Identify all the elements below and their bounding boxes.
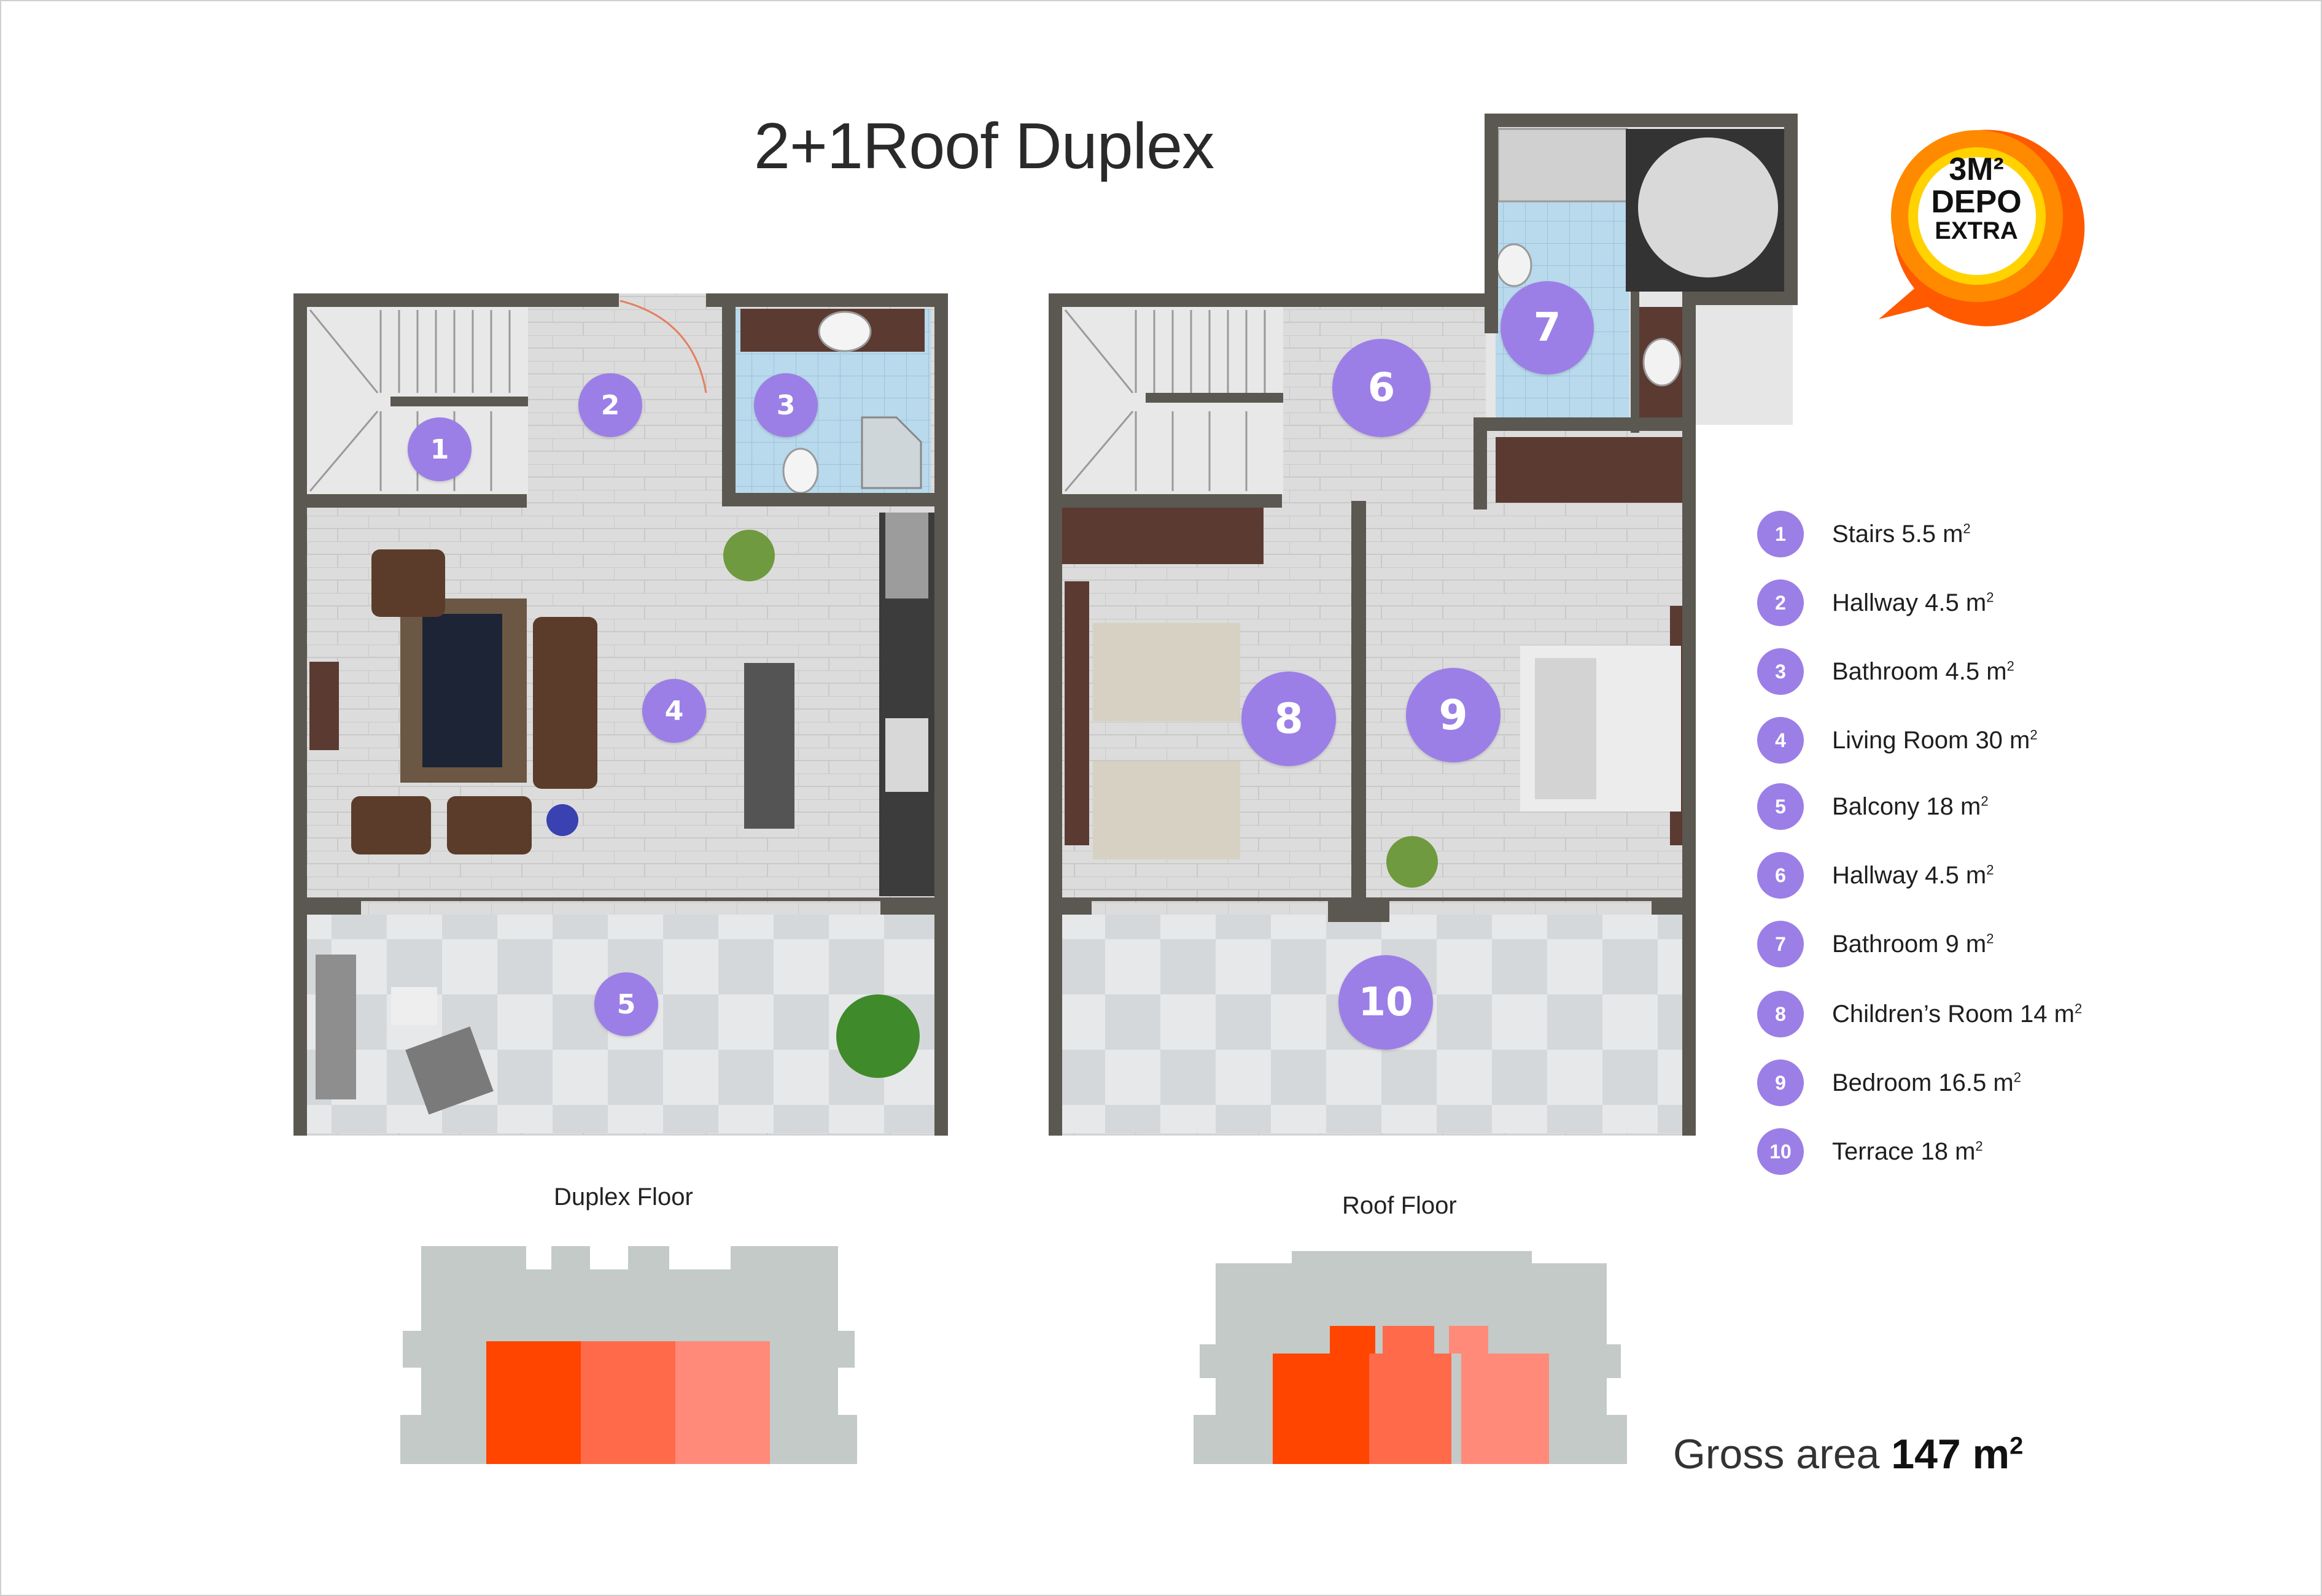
legend-item: 5 Balcony 18 m2 (1757, 783, 1989, 830)
badge-line-2: DEPO (1931, 184, 2022, 220)
roof-floor-label: Roof Floor (1342, 1192, 1457, 1219)
room-marker-10: 10 (1338, 955, 1433, 1050)
legend-label: Terrace 18 m2 (1832, 1137, 1983, 1165)
legend-item: 8 Children’s Room 14 m2 (1757, 991, 2082, 1037)
room-marker-8: 8 (1241, 672, 1336, 766)
badge-line-1: 3M² (1949, 152, 2004, 187)
legend-number: 7 (1757, 921, 1804, 967)
legend-item: 7 Bathroom 9 m2 (1757, 921, 1994, 967)
depo-badge-graphic (1879, 130, 2085, 327)
legend-item: 2 Hallway 4.5 m2 (1757, 579, 1994, 626)
duplex-floor-label: Duplex Floor (554, 1183, 693, 1211)
room-marker-7: 7 (1501, 281, 1594, 374)
legend-label: Bedroom 16.5 m2 (1832, 1069, 2021, 1096)
legend-item: 3 Bathroom 4.5 m2 (1757, 648, 2014, 695)
legend-item: 4 Living Room 30 m2 (1757, 717, 2038, 764)
legend-number: 3 (1757, 648, 1804, 695)
page-title: 2+1Roof Duplex (754, 110, 1214, 182)
room-marker-9: 9 (1406, 668, 1501, 762)
legend-label: Children’s Room 14 m2 (1832, 1000, 2083, 1028)
legend-label: Hallway 4.5 m2 (1832, 589, 1994, 616)
room-marker-5: 5 (594, 972, 658, 1036)
legend-label: Hallway 4.5 m2 (1832, 861, 1994, 889)
room-marker-4: 4 (642, 679, 706, 743)
legend-label: Bathroom 4.5 m2 (1832, 657, 2014, 685)
gross-area: Gross area 147 m2 (1673, 1431, 2024, 1478)
room-marker-6: 6 (1332, 339, 1431, 437)
room-marker-3: 3 (754, 373, 818, 437)
legend-label: Bathroom 9 m2 (1832, 930, 1994, 958)
legend-number: 6 (1757, 852, 1804, 899)
legend-item: 6 Hallway 4.5 m2 (1757, 852, 1994, 899)
depo-badge: 3M² DEPO EXTRA (1893, 153, 2060, 244)
legend-item: 9 Bedroom 16.5 m2 (1757, 1059, 2021, 1106)
legend-number: 1 (1757, 511, 1804, 557)
legend-number: 9 (1757, 1059, 1804, 1106)
room-marker-2: 2 (578, 373, 642, 437)
legend-item: 1 Stairs 5.5 m2 (1757, 511, 1971, 557)
legend-number: 4 (1757, 717, 1804, 764)
legend-number: 5 (1757, 783, 1804, 830)
legend-label: Living Room 30 m2 (1832, 726, 2038, 754)
roof-key-plan (1194, 1251, 1627, 1464)
legend-label: Balcony 18 m2 (1832, 792, 1989, 820)
room-marker-1: 1 (408, 417, 472, 481)
legend-label: Stairs 5.5 m2 (1832, 520, 1971, 548)
legend-number: 8 (1757, 991, 1804, 1037)
legend-item: 10 Terrace 18 m2 (1757, 1128, 1983, 1175)
duplex-key-plan (400, 1246, 857, 1464)
legend-number: 10 (1757, 1128, 1804, 1175)
badge-line-3: EXTRA (1935, 217, 2018, 245)
legend-number: 2 (1757, 579, 1804, 626)
